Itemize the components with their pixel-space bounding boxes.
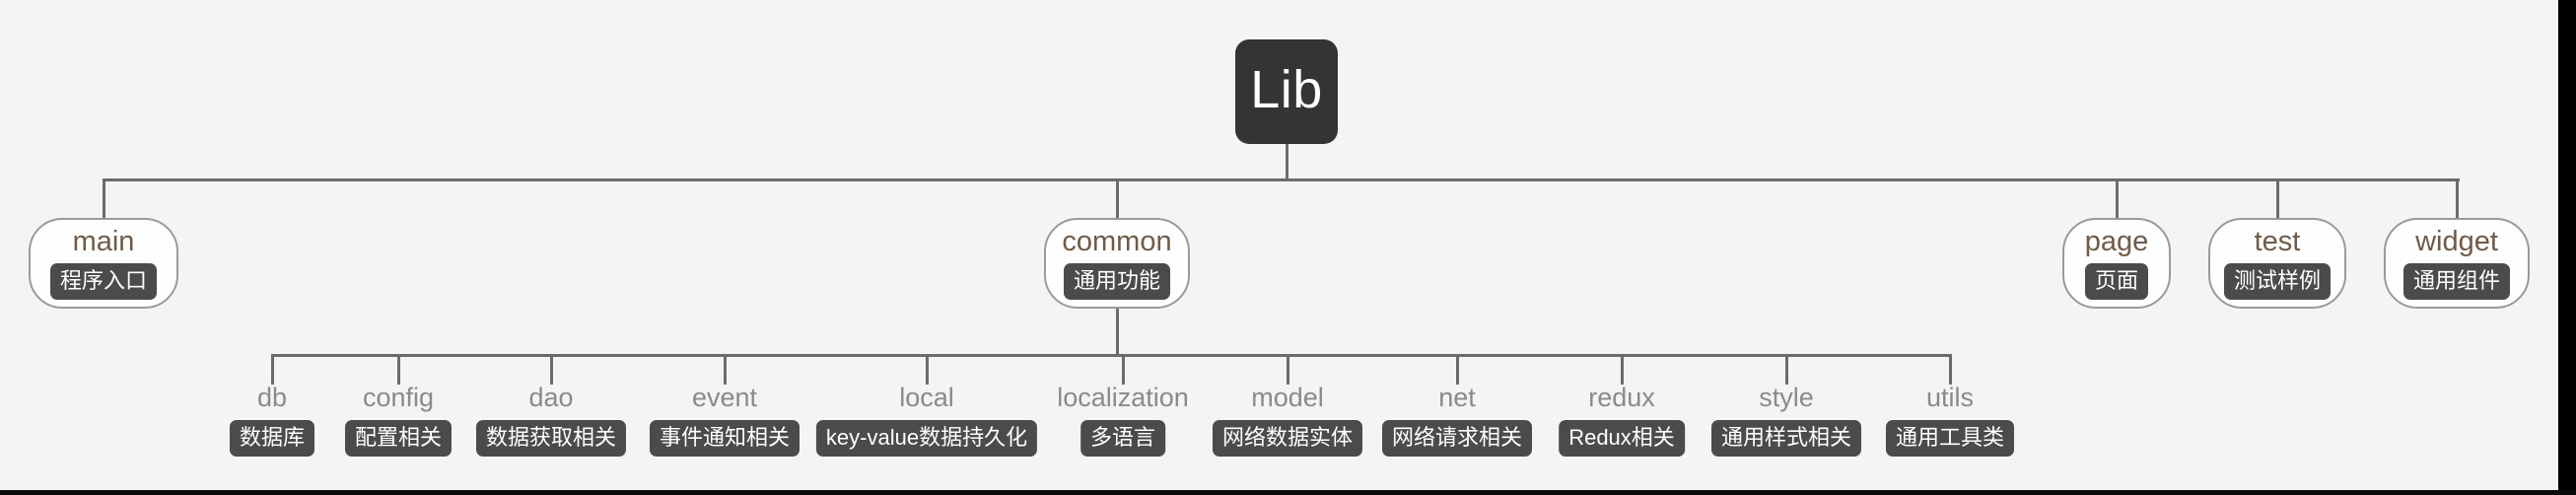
node-redux-tag: Redux相关 xyxy=(1559,420,1685,457)
connector-level3-bus xyxy=(272,354,1951,357)
node-config-tag: 配置相关 xyxy=(344,420,453,457)
node-local-tag: key-value数据持久化 xyxy=(815,420,1038,457)
node-common-label: common xyxy=(1062,225,1172,257)
node-event-tag: 事件通知相关 xyxy=(649,420,801,457)
node-utils-label: utils xyxy=(1925,383,1975,412)
node-utils[interactable]: utils 通用工具类 xyxy=(1885,383,2015,457)
connector-drop-db xyxy=(271,354,274,385)
bottom-rule xyxy=(0,490,2576,495)
connector-drop-test xyxy=(2276,178,2279,218)
connector-drop-dao xyxy=(550,354,553,385)
connector-drop-config xyxy=(397,354,400,385)
node-widget-tag: 通用组件 xyxy=(2402,262,2510,300)
node-page-tag: 页面 xyxy=(2084,262,2148,300)
node-style-tag: 通用样式相关 xyxy=(1710,420,1862,457)
connector-drop-local xyxy=(926,354,929,385)
connector-drop-page xyxy=(2116,178,2119,218)
node-test-label: test xyxy=(2254,225,2301,257)
node-common-tag: 通用功能 xyxy=(1063,262,1170,300)
node-root-label: Lib xyxy=(1250,60,1323,119)
node-style[interactable]: style 通用样式相关 xyxy=(1710,383,1862,457)
node-model-label: model xyxy=(1251,383,1324,412)
node-event[interactable]: event 事件通知相关 xyxy=(649,383,801,457)
node-local[interactable]: local key-value数据持久化 xyxy=(815,383,1038,457)
connector-drop-style xyxy=(1785,354,1788,385)
node-net-tag: 网络请求相关 xyxy=(1381,420,1533,457)
node-main-tag: 程序入口 xyxy=(49,262,157,300)
node-redux-label: redux xyxy=(1588,383,1655,412)
node-page-label: page xyxy=(2084,225,2149,257)
node-main[interactable]: main 程序入口 xyxy=(29,218,178,309)
node-db[interactable]: db 数据库 xyxy=(229,383,315,457)
node-test-tag: 测试样例 xyxy=(2224,262,2332,300)
node-model[interactable]: model 网络数据实体 xyxy=(1212,383,1363,457)
node-model-tag: 网络数据实体 xyxy=(1212,420,1363,457)
node-common[interactable]: common 通用功能 xyxy=(1044,218,1190,309)
node-db-label: db xyxy=(256,383,288,412)
node-config-label: config xyxy=(362,383,435,412)
node-db-tag: 数据库 xyxy=(229,420,315,457)
node-main-label: main xyxy=(72,225,135,257)
connector-level2-bus xyxy=(104,178,2460,181)
node-event-label: event xyxy=(691,383,758,412)
connector-drop-localization xyxy=(1122,354,1125,385)
connector-drop-widget xyxy=(2456,178,2459,218)
connector-drop-model xyxy=(1287,354,1289,385)
connector-drop-utils xyxy=(1949,354,1952,385)
node-test[interactable]: test 测试样例 xyxy=(2208,218,2346,309)
connector-drop-redux xyxy=(1621,354,1624,385)
node-dao[interactable]: dao 数据获取相关 xyxy=(475,383,627,457)
node-style-label: style xyxy=(1759,383,1814,412)
node-root-lib[interactable]: Lib xyxy=(1235,39,1338,144)
node-localization[interactable]: localization 多语言 xyxy=(1057,385,1189,457)
connector-common-stem xyxy=(1116,309,1119,356)
node-widget[interactable]: widget 通用组件 xyxy=(2384,218,2530,309)
node-utils-tag: 通用工具类 xyxy=(1885,420,2015,457)
node-net-label: net xyxy=(1438,383,1476,412)
node-net[interactable]: net 网络请求相关 xyxy=(1381,383,1533,457)
node-page[interactable]: page 页面 xyxy=(2062,218,2171,309)
node-dao-tag: 数据获取相关 xyxy=(475,420,627,457)
node-redux[interactable]: redux Redux相关 xyxy=(1559,385,1685,457)
connector-drop-main xyxy=(103,178,105,218)
node-local-label: local xyxy=(899,383,954,412)
node-localization-tag: 多语言 xyxy=(1079,420,1166,457)
node-config[interactable]: config 配置相关 xyxy=(344,383,453,457)
connector-drop-net xyxy=(1456,354,1459,385)
connector-root-stem xyxy=(1286,144,1288,180)
node-dao-label: dao xyxy=(528,383,574,412)
connector-drop-event xyxy=(724,354,727,385)
connector-drop-common xyxy=(1116,178,1119,218)
node-localization-label: localization xyxy=(1057,383,1189,412)
node-widget-label: widget xyxy=(2415,225,2498,257)
right-gutter xyxy=(2558,0,2576,495)
